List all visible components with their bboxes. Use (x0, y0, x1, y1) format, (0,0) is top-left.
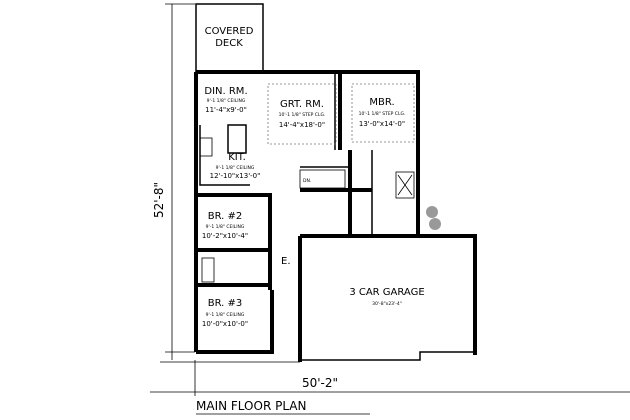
width-dimension: 50'-2" (302, 376, 338, 390)
mbr-size: 13'-0"x14'-0" (359, 120, 405, 128)
stair-label: DN. (303, 178, 311, 184)
kit-ceiling: 9'-1 1/8" CEILING (216, 165, 255, 171)
kit-name: KIT. (228, 152, 246, 163)
br2-ceiling: 9'-1 1/8" CEILING (206, 224, 245, 230)
br3-ceiling: 9'-1 1/8" CEILING (206, 312, 245, 318)
br2-size: 10'-2"x10'-4" (202, 232, 248, 240)
br3-name: BR. #3 (208, 298, 243, 309)
din-rm-name: DIN. RM. (204, 86, 247, 97)
grt-rm-ceiling: 10'-1 1/8" STEP CLG. (279, 112, 326, 118)
br2-name: BR. #2 (208, 211, 243, 222)
covered-deck (195, 3, 264, 72)
shrub-icon (426, 206, 438, 218)
dimension-lines (150, 3, 630, 396)
depth-dimension: 52'-8" (152, 182, 166, 218)
entry-label: E. (281, 256, 291, 267)
garage-size: 30'-8"x23'-4" (372, 301, 402, 307)
din-rm-size: 11'-4"x9'-0" (205, 106, 247, 114)
grt-rm-size: 14'-4"x18'-0" (279, 121, 325, 129)
grt-rm-ceiling-outline (267, 83, 337, 145)
mbr-name: MBR. (369, 97, 394, 108)
shrub-icon (429, 218, 441, 230)
din-rm-ceiling: 9'-1 1/8" CEILING (207, 98, 246, 104)
mbr-ceiling: 10'-1 1/8" STEP CLG. (359, 111, 406, 117)
br3-size: 10'-0"x10'-0" (202, 320, 248, 328)
exterior-walls (194, 70, 477, 362)
deck-label-2: DECK (215, 38, 243, 49)
plan-title: MAIN FLOOR PLAN (196, 399, 306, 413)
kit-size: 12'-10"x13'-0" (210, 172, 261, 180)
grt-rm-name: GRT. RM. (280, 99, 324, 110)
garage-name: 3 CAR GARAGE (349, 287, 424, 298)
interior-walls (196, 72, 418, 290)
deck-label-1: COVERED (205, 26, 254, 37)
